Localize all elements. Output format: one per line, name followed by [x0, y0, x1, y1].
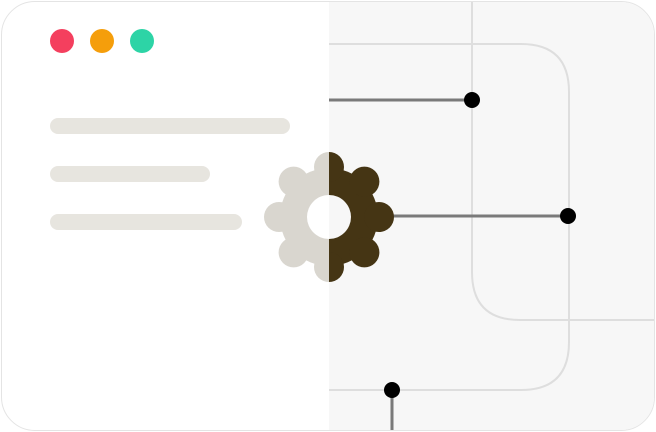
inner-trace: [471, 2, 654, 321]
text-placeholder-line: [50, 118, 290, 134]
text-placeholder-line: [50, 166, 210, 182]
node-bottom: [384, 382, 400, 398]
maximize-button[interactable]: [130, 29, 154, 53]
minimize-button[interactable]: [90, 29, 114, 53]
gear-icon: [264, 152, 394, 282]
close-button[interactable]: [50, 29, 74, 53]
text-placeholder-line: [50, 214, 242, 230]
node-top: [464, 92, 480, 108]
node-middle: [560, 208, 576, 224]
